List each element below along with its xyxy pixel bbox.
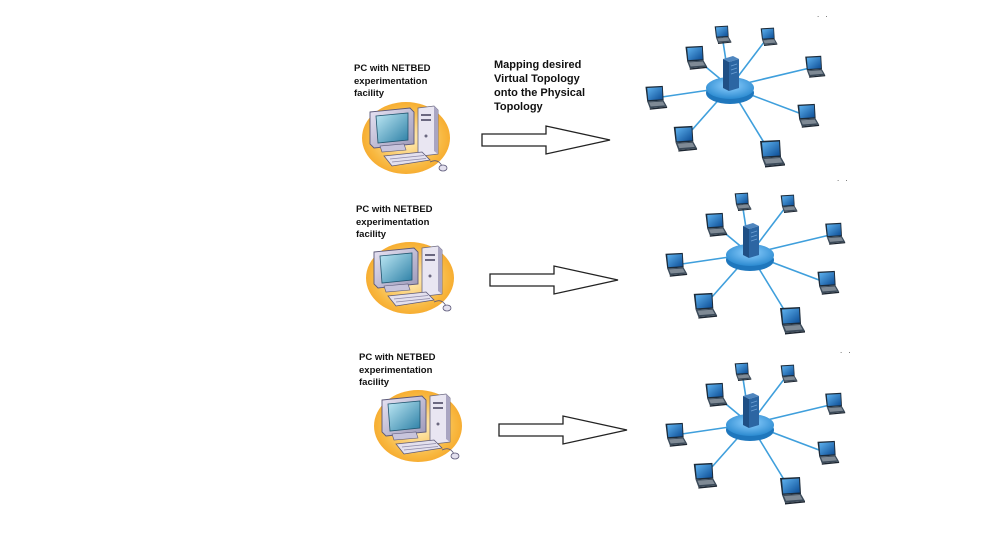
laptop-icon [734, 362, 752, 381]
server-icon [722, 55, 740, 92]
laptop-icon [734, 192, 752, 211]
laptop-icon [817, 270, 840, 295]
star-topology-network [645, 25, 826, 168]
pc-workstation-icon [360, 96, 452, 176]
laptop-icon [665, 422, 688, 447]
laptop-icon [817, 440, 840, 465]
mapping-arrow [489, 265, 619, 295]
corner-marks: . . [840, 346, 853, 355]
laptop-icon [673, 125, 698, 152]
laptop-icon [714, 25, 732, 44]
laptop-icon [693, 462, 718, 489]
pc-workstation-icon [364, 236, 456, 316]
star-topology-network [665, 192, 846, 335]
laptop-icon [705, 382, 728, 407]
mapping-arrow [481, 125, 611, 155]
mapping-caption: Mapping desired Virtual Topology onto th… [494, 59, 586, 113]
laptop-icon [645, 85, 668, 110]
star-topology-network [665, 362, 846, 505]
laptop-icon [797, 103, 820, 128]
pc-label: PC with NETBED experimentation facility [356, 204, 433, 240]
laptop-icon [780, 477, 805, 505]
pc-workstation-icon [372, 384, 464, 464]
laptop-icon [760, 140, 785, 168]
laptop-icon [665, 252, 688, 277]
laptop-icon [705, 212, 728, 237]
laptop-icon [685, 45, 708, 70]
laptop-icon [825, 222, 846, 245]
corner-marks: . . [817, 10, 830, 19]
laptop-icon [780, 307, 805, 335]
laptop-icon [693, 292, 718, 319]
server-icon [742, 392, 760, 429]
laptop-icon [805, 55, 826, 78]
pc-label: PC with NETBED experimentation facility [354, 63, 431, 99]
corner-marks: . . [837, 174, 850, 183]
server-icon [742, 222, 760, 259]
pc-label: PC with NETBED experimentation facility [359, 352, 436, 388]
mapping-arrow [498, 415, 628, 445]
laptop-icon [825, 392, 846, 415]
